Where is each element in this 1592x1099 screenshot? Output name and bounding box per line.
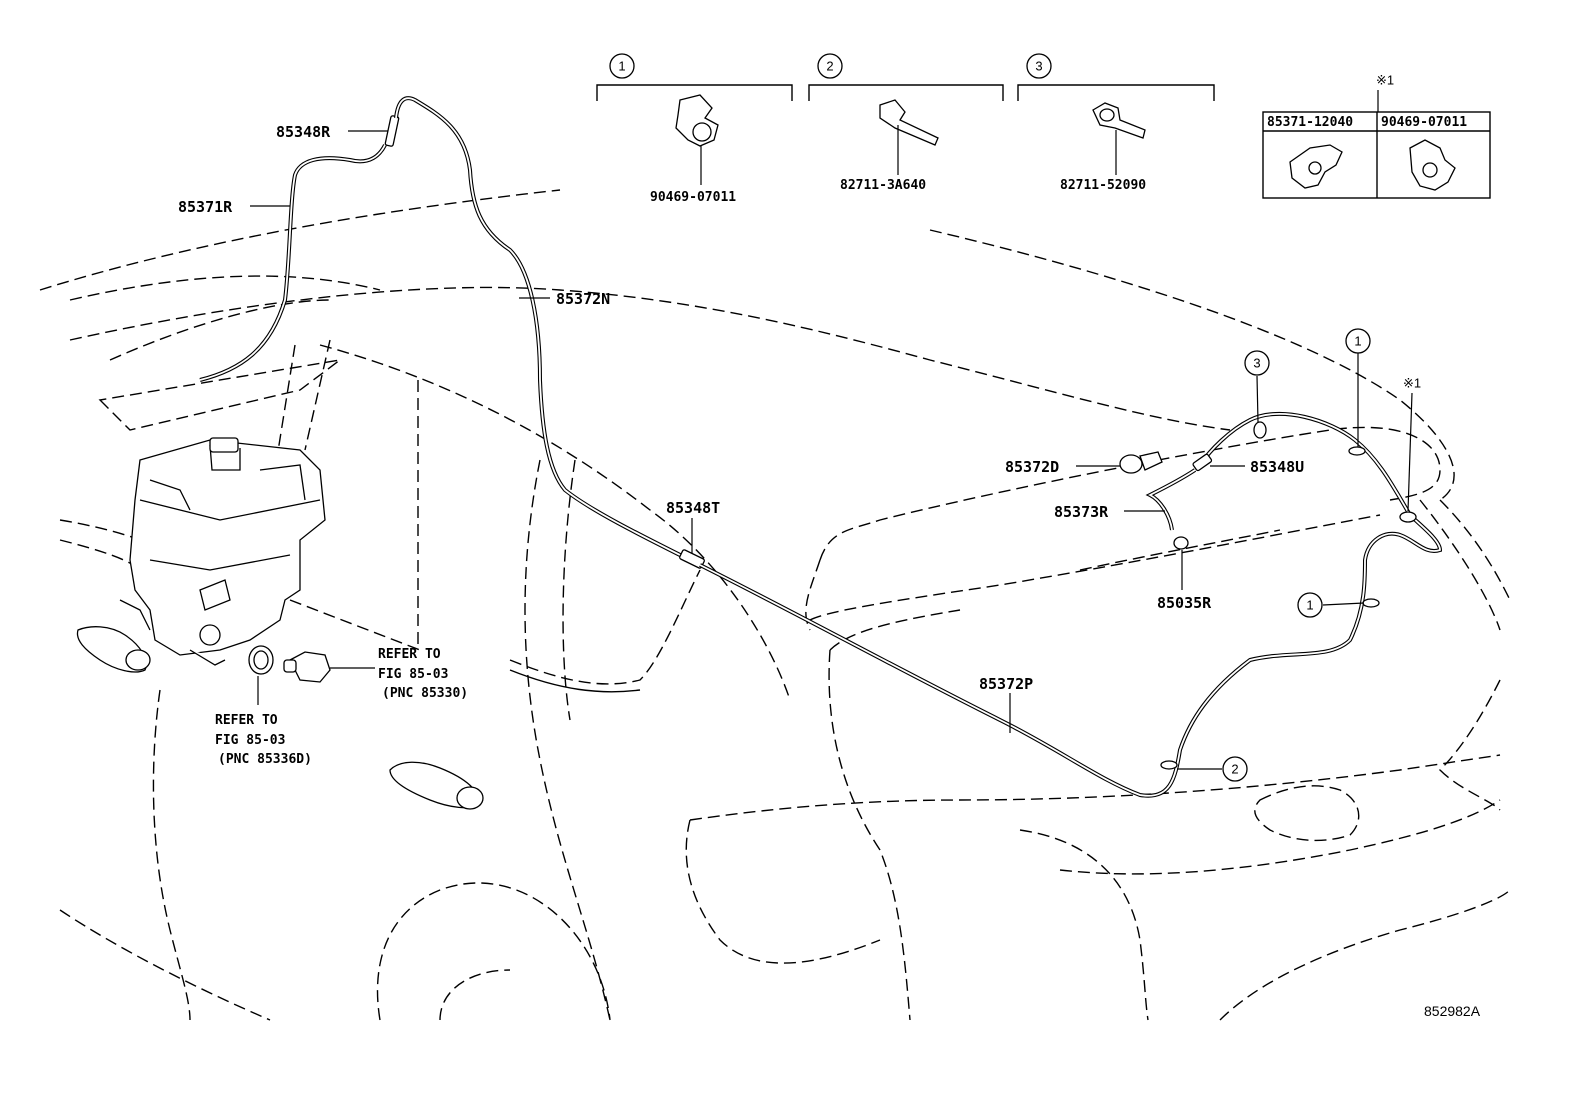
clip-callout-1: 1 90469-07011	[596, 53, 793, 205]
marker-2-circle: 2	[1222, 756, 1248, 782]
grommet-part	[248, 645, 274, 675]
note-table-marker: ※1	[1376, 73, 1394, 88]
clip-callout-2-part[interactable]: 82711-3A640	[840, 178, 926, 193]
note-table-col2[interactable]: 90469-07011	[1381, 115, 1467, 130]
clip-827113A640-icon	[879, 99, 939, 146]
reference-pump-line1: REFER TO	[378, 647, 441, 662]
clip-85371-12040-icon	[1289, 144, 1343, 189]
label-85372D[interactable]: 85372D	[1005, 458, 1059, 476]
label-85373R[interactable]: 85373R	[1054, 503, 1109, 521]
reference-pump-line2[interactable]: FIG 85-03	[378, 667, 448, 682]
marker-1a-circle: 1	[1345, 328, 1371, 354]
reference-pump-line3: (PNC 85330)	[382, 686, 468, 701]
note-marker-1: ※1	[1403, 376, 1421, 391]
hose-85371R	[199, 144, 387, 382]
svg-text:1: 1	[1306, 598, 1313, 613]
clip-ring-marks	[1160, 421, 1417, 770]
nozzle-85372D	[1119, 451, 1163, 474]
vehicle-body-outline	[39, 189, 1511, 1021]
clip-callout-2: 2 82711-3A640	[808, 53, 1004, 193]
label-85371R[interactable]: 85371R	[178, 198, 233, 216]
label-85035R[interactable]: 85035R	[1157, 594, 1212, 612]
clip-callout-1-number: 1	[618, 59, 625, 74]
cap-85035R	[1173, 536, 1189, 550]
marker-3-circle: 3	[1244, 350, 1270, 376]
reference-grommet-line3: (PNC 85336D)	[218, 752, 312, 767]
hose-85373R	[1145, 468, 1197, 531]
label-85372P[interactable]: 85372P	[979, 675, 1033, 693]
clip-callout-3: 3 82711-52090	[1017, 53, 1215, 193]
note-table: ※1 85371-12040 90469-07011	[1262, 73, 1491, 199]
svg-text:3: 3	[1253, 356, 1260, 371]
figure-id: 852982A	[1424, 1003, 1481, 1019]
clip-90469-07011-icon	[1409, 139, 1456, 191]
door-handle	[389, 761, 484, 810]
clip-callout-3-number: 3	[1035, 59, 1042, 74]
washer-tank	[119, 437, 326, 666]
label-85348R[interactable]: 85348R	[276, 123, 331, 141]
reference-note-grommet: REFER TO FIG 85-03 (PNC 85336D)	[215, 713, 312, 767]
washer-tank-inlet	[76, 626, 151, 673]
reference-note-pump: REFER TO FIG 85-03 (PNC 85330)	[378, 647, 468, 701]
clip-8271152090-icon	[1092, 102, 1146, 139]
joint-85348U	[1192, 453, 1213, 472]
clip-90469-icon	[675, 94, 719, 147]
marker-1b-circle: 1	[1297, 592, 1323, 618]
leader-lines	[250, 130, 1413, 770]
label-85372N[interactable]: 85372N	[556, 290, 610, 308]
clip-callout-2-number: 2	[826, 59, 833, 74]
label-85348U[interactable]: 85348U	[1250, 458, 1304, 476]
clip-callout-1-part[interactable]: 90469-07011	[650, 190, 736, 205]
reference-grommet-line1: REFER TO	[215, 713, 278, 728]
svg-text:1: 1	[1354, 334, 1361, 349]
svg-text:2: 2	[1231, 762, 1238, 777]
washer-pump-part	[283, 651, 331, 683]
label-85348T[interactable]: 85348T	[666, 499, 720, 517]
clip-callout-3-part[interactable]: 82711-52090	[1060, 178, 1146, 193]
reference-grommet-line2[interactable]: FIG 85-03	[215, 733, 285, 748]
hose-85372N	[394, 96, 691, 562]
note-table-col1[interactable]: 85371-12040	[1267, 115, 1353, 130]
